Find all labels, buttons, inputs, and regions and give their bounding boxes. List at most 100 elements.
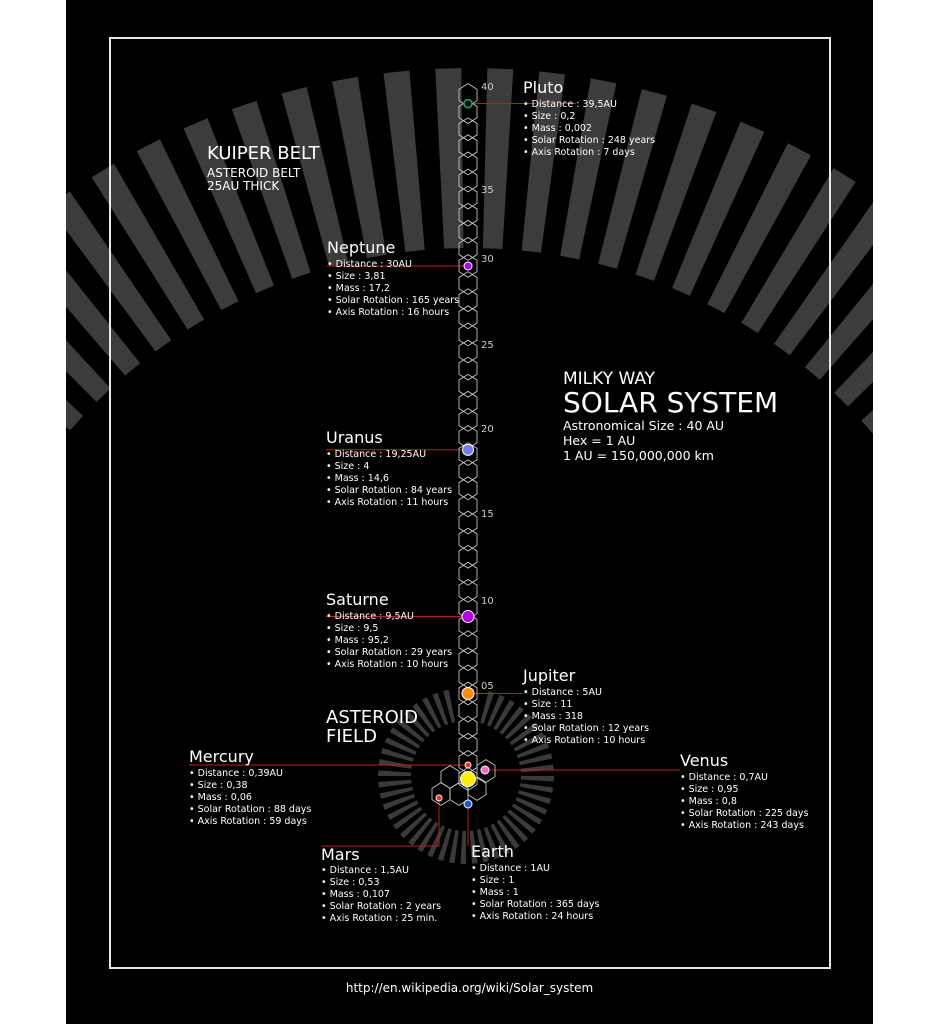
- asteroid-field-stripe: [437, 828, 452, 861]
- kuiper-belt-stripe: [774, 202, 873, 356]
- au-hex: [458, 237, 478, 261]
- scale-label-25: 25: [481, 340, 494, 351]
- kuiper-belt-stripe: [231, 100, 311, 279]
- asteroid-field-stripe: [384, 737, 417, 755]
- asteroid-field-stripe: [396, 718, 425, 743]
- mercury-axis-rotation: Axis Rotation : 59 days: [189, 816, 311, 828]
- neptune-mass: Mass : 17,2: [327, 283, 459, 295]
- kuiper-belt-stripe: [383, 70, 425, 252]
- saturne-axis-rotation: Axis Rotation : 10 hours: [326, 659, 452, 671]
- kuiper-belt-stripe: [482, 68, 514, 249]
- asteroid-field-stripe: [519, 753, 553, 766]
- au-hex: [458, 613, 478, 637]
- title-line-size: Astronomical Size : 40 AU: [563, 418, 725, 433]
- asteroid-field-stripe: [460, 830, 466, 864]
- page-title: SOLAR SYSTEM: [563, 386, 779, 419]
- kuiper-belt-stripe: [183, 118, 274, 294]
- asteroid-field-stripe: [378, 779, 412, 788]
- kuiper-belt-title: KUIPER BELT: [207, 143, 320, 164]
- asteroid-field-stripe: [483, 826, 500, 860]
- pluto-size: Size : 0,2: [523, 111, 655, 123]
- saturne-distance: Distance : 9,5AU: [326, 611, 452, 623]
- jupiter-solar-rotation: Solar Rotation : 12 years: [523, 723, 649, 735]
- au-hex: [458, 356, 478, 381]
- au-hex: [458, 715, 478, 740]
- poster-frame: [109, 37, 831, 969]
- asteroid-field-stripe: [408, 817, 433, 846]
- kuiper-belt-stripe: [672, 121, 765, 296]
- au-hex: [458, 202, 478, 227]
- earth-axis-rotation: Axis Rotation : 24 hours: [471, 911, 599, 923]
- diagram-art: [66, 68, 873, 864]
- earth-mass: Mass : 1: [471, 887, 599, 899]
- au-hex: [458, 168, 478, 193]
- kuiper-belt-stripe: [834, 351, 873, 407]
- kuiper-belt-stripe: [861, 410, 873, 434]
- au-hex: [458, 134, 478, 159]
- asteroid-field-stripe: [379, 786, 413, 799]
- au-hex: [458, 408, 478, 432]
- kuiper-belt-stripe: [66, 340, 111, 402]
- planet-dot-uranus: [462, 443, 474, 456]
- mercury-size: Size : 0,38: [189, 780, 311, 792]
- au-hex: [458, 681, 478, 706]
- source-link[interactable]: http://en.wikipedia.org/wiki/Solar_syste…: [345, 981, 594, 995]
- asteroid-field-line-1: ASTEROID: [326, 707, 418, 728]
- planet-dot-mercury: [464, 761, 472, 769]
- au-hex: [458, 732, 478, 757]
- asteroid-field-stripe: [422, 697, 442, 729]
- au-hex: [458, 510, 478, 535]
- inner-hex: [476, 759, 496, 783]
- asteroid-field-stripe: [518, 790, 551, 805]
- asteroid-field-stripe: [511, 803, 543, 825]
- venus-distance: Distance : 0,7AU: [680, 772, 808, 784]
- earth-solar-rotation: Solar Rotation : 365 days: [471, 899, 600, 911]
- kuiper-belt-stripes: [66, 68, 873, 434]
- asteroid-field-stripe: [502, 814, 529, 842]
- asteroid-field-stripe: [520, 776, 554, 782]
- au-hex: [458, 100, 478, 124]
- asteroid-field-stripe: [427, 825, 445, 858]
- uranus-size: Size : 4: [326, 461, 452, 473]
- asteroid-field-stripe: [520, 783, 554, 793]
- kuiper-belt-stripe: [66, 399, 83, 431]
- scale-label-20: 20: [481, 424, 494, 435]
- pluto-mass: Mass : 0,002: [523, 123, 655, 135]
- scale-label-15: 15: [481, 509, 494, 520]
- asteroid-field-stripe: [400, 812, 428, 839]
- planet-stats-pluto: Distance : 39,5AU Size : 0,2 Mass : 0,00…: [523, 99, 656, 159]
- planet-stats-neptune: Distance : 30AU Size : 3,81 Mass : 17,2 …: [327, 259, 460, 319]
- planet-stats-jupiter: Distance : 5AU Size : 11 Mass : 318 Sola…: [523, 687, 649, 747]
- au-hex: [458, 117, 478, 142]
- au-hex: [458, 373, 478, 398]
- asteroid-field-stripe: [507, 809, 536, 834]
- uranus-distance: Distance : 19,25AU: [326, 449, 452, 461]
- jupiter-axis-rotation: Axis Rotation : 10 hours: [523, 735, 649, 747]
- kuiper-belt-stripe: [91, 163, 205, 330]
- pluto-distance: Distance : 39,5AU: [523, 99, 655, 111]
- mercury-mass: Mass : 0,06: [189, 792, 311, 804]
- planet-markers: [435, 98, 490, 809]
- asteroid-field-stripe: [417, 821, 439, 853]
- kuiper-belt-stripe: [707, 143, 811, 314]
- asteroid-field-stripe: [393, 806, 423, 830]
- saturne-mass: Mass : 95,2: [326, 635, 452, 647]
- au-hex: [458, 544, 478, 569]
- kuiper-belt-sub-2: 25AU THICK: [207, 179, 280, 193]
- au-hex: [458, 527, 478, 552]
- planet-dot-saturne: [461, 610, 475, 624]
- au-hex: [458, 647, 478, 672]
- pluto-axis-rotation: Axis Rotation : 7 days: [523, 147, 655, 159]
- venus-mass: Mass : 0,8: [680, 796, 808, 808]
- kuiper-belt-sub-1: ASTEROID BELT: [207, 166, 301, 180]
- planet-dot-neptune: [463, 261, 473, 271]
- title-line-hex: Hex = 1 AU: [563, 433, 636, 448]
- kuiper-belt-stripe: [136, 139, 239, 310]
- planet-name-pluto: Pluto: [523, 78, 564, 97]
- kuiper-belt-stripe: [805, 283, 873, 380]
- inner-hex: [440, 765, 460, 789]
- jupiter-mass: Mass : 318: [523, 711, 649, 723]
- pluto-solar-rotation: Solar Rotation : 248 years: [523, 135, 656, 147]
- planet-dot-venus: [480, 765, 490, 775]
- asteroid-field-stripes: [378, 689, 554, 864]
